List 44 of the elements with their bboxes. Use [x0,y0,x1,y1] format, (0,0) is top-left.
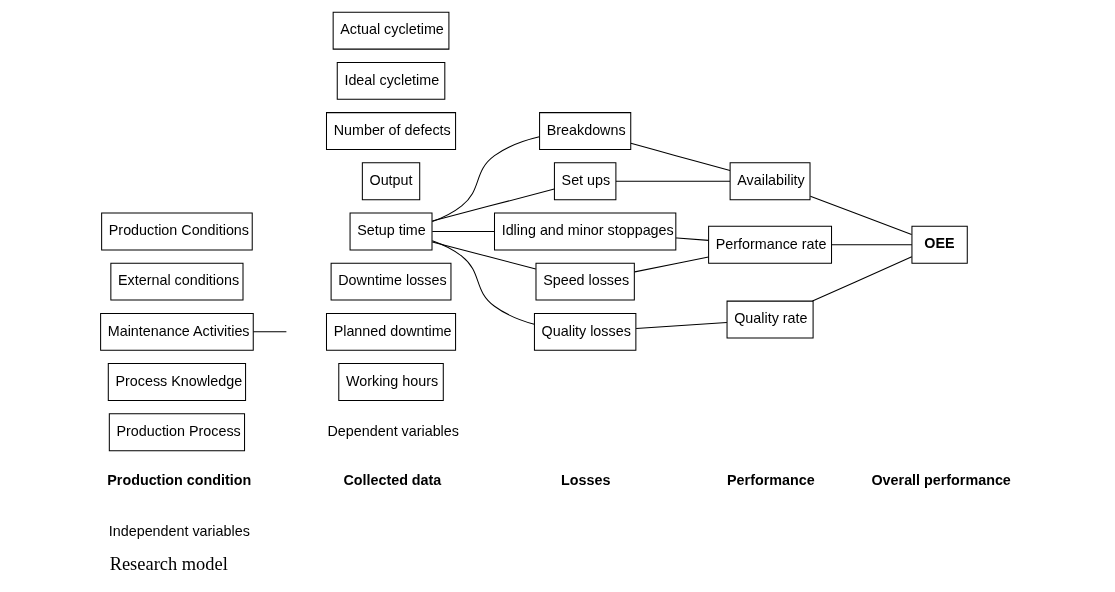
node-box: OEE [911,225,968,264]
label: Independent variables [108,523,250,540]
node-box: Performance rate [708,225,833,264]
label: Production condition [107,472,252,489]
connector [809,195,913,236]
label: Dependent variables [327,423,459,440]
connector [431,188,555,222]
connector [431,136,540,223]
node-box: Working hours [338,363,444,401]
connector [634,256,709,273]
connector [615,180,731,182]
node-box: Idling and minor stoppages [494,212,677,251]
node-box: Maintenance Activities [100,312,254,351]
node-box: Quality rate [726,300,814,339]
connector [630,142,731,172]
node-box: Quality losses [533,312,637,351]
node-box: Availability [729,162,811,201]
label: Losses [561,472,611,489]
node-box: Number of defects [326,112,457,150]
node-box: Actual cycletime [332,11,450,50]
node-box: Set ups [553,162,617,201]
label: Performance [727,472,815,489]
node-box: Breakdowns [539,112,632,150]
connector [252,331,287,333]
connector [675,237,710,241]
node-box: Process Knowledge [107,363,247,401]
connector [831,244,913,246]
label: Collected data [343,472,442,489]
node-box: Downtime losses [330,262,452,301]
connector [431,240,535,325]
node-box: Speed losses [535,262,635,301]
node-box: Setup time [349,212,433,251]
connector [431,241,537,270]
node-box: Production Process [108,413,246,452]
connector [812,256,913,302]
connector [431,230,495,232]
node-box: Production Conditions [101,212,253,251]
node-box: Ideal cycletime [336,61,446,100]
node-box: Output [361,162,421,201]
label: Overall performance [871,472,1011,489]
caption: Research model [109,553,228,574]
node-box: External conditions [110,262,244,301]
node-box: Planned downtime [326,312,457,351]
connector [635,321,728,329]
